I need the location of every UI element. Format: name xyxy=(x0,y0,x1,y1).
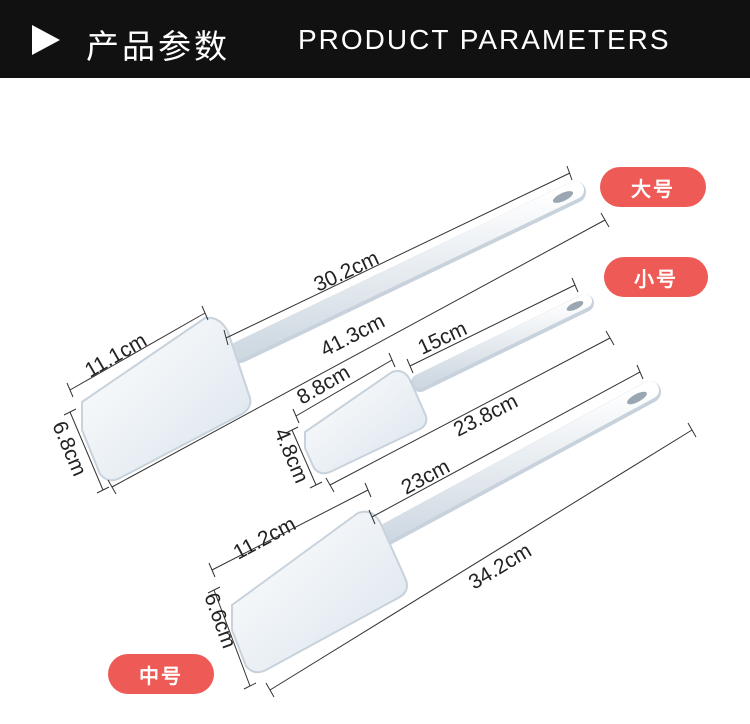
title-english: PRODUCT PARAMETERS xyxy=(298,24,671,55)
header-bar: 产品参数 PRODUCT PARAMETERS xyxy=(0,0,750,78)
medium-total-length-label: 34.2cm xyxy=(465,539,536,594)
small-head-length-label: 8.8cm xyxy=(293,361,354,410)
dimension-lines xyxy=(63,165,697,698)
spatula-medium xyxy=(231,381,661,674)
title-chinese: 产品参数 xyxy=(86,27,230,66)
spatula-small xyxy=(304,294,594,475)
size-badge-medium: 中号 xyxy=(108,654,214,694)
size-badge-large: 大号 xyxy=(600,167,706,207)
play-triangle-icon xyxy=(32,25,60,55)
spatula-large xyxy=(81,181,586,482)
medium-head-length-label: 11.2cm xyxy=(230,513,300,565)
size-badge-small: 小号 xyxy=(604,257,708,297)
small-total-length-label: 23.8cm xyxy=(450,390,522,442)
